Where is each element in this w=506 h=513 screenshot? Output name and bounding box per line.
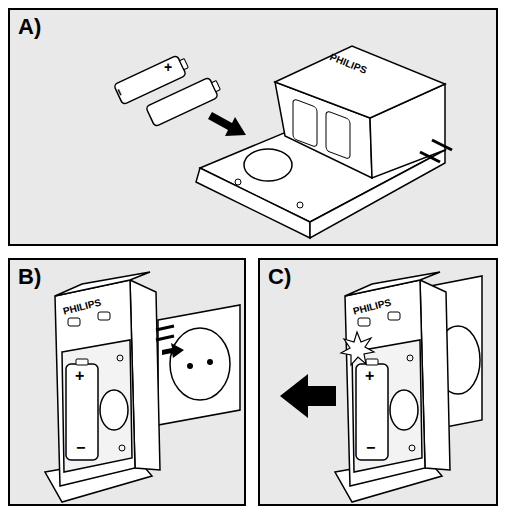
socket-hole [187,363,193,369]
socket-well [170,328,230,400]
step-letter: B) [18,264,41,290]
polarity-mark: + [365,368,374,384]
plug-pin [156,336,174,340]
polarity-mark: + [75,368,84,384]
charger-hole [244,149,292,181]
socket-plate [158,305,240,425]
charge-light-burst [341,332,374,365]
screw [297,202,303,208]
plug-in-arrow [162,343,184,358]
wall-socket [158,305,240,425]
socket-hole [207,359,213,365]
step-letter: A) [18,14,41,40]
battery-slot [293,99,317,148]
plug-pin [156,326,174,330]
charger-standing [335,272,450,502]
charger-standing [45,272,160,502]
polarity-mark: − [366,440,375,456]
polarity-mark: − [76,440,85,456]
screw [235,179,241,185]
polarity-mark: + [164,60,172,74]
step-letter: C) [268,264,291,290]
plug-pin [420,152,440,162]
battery-slot [326,111,350,160]
